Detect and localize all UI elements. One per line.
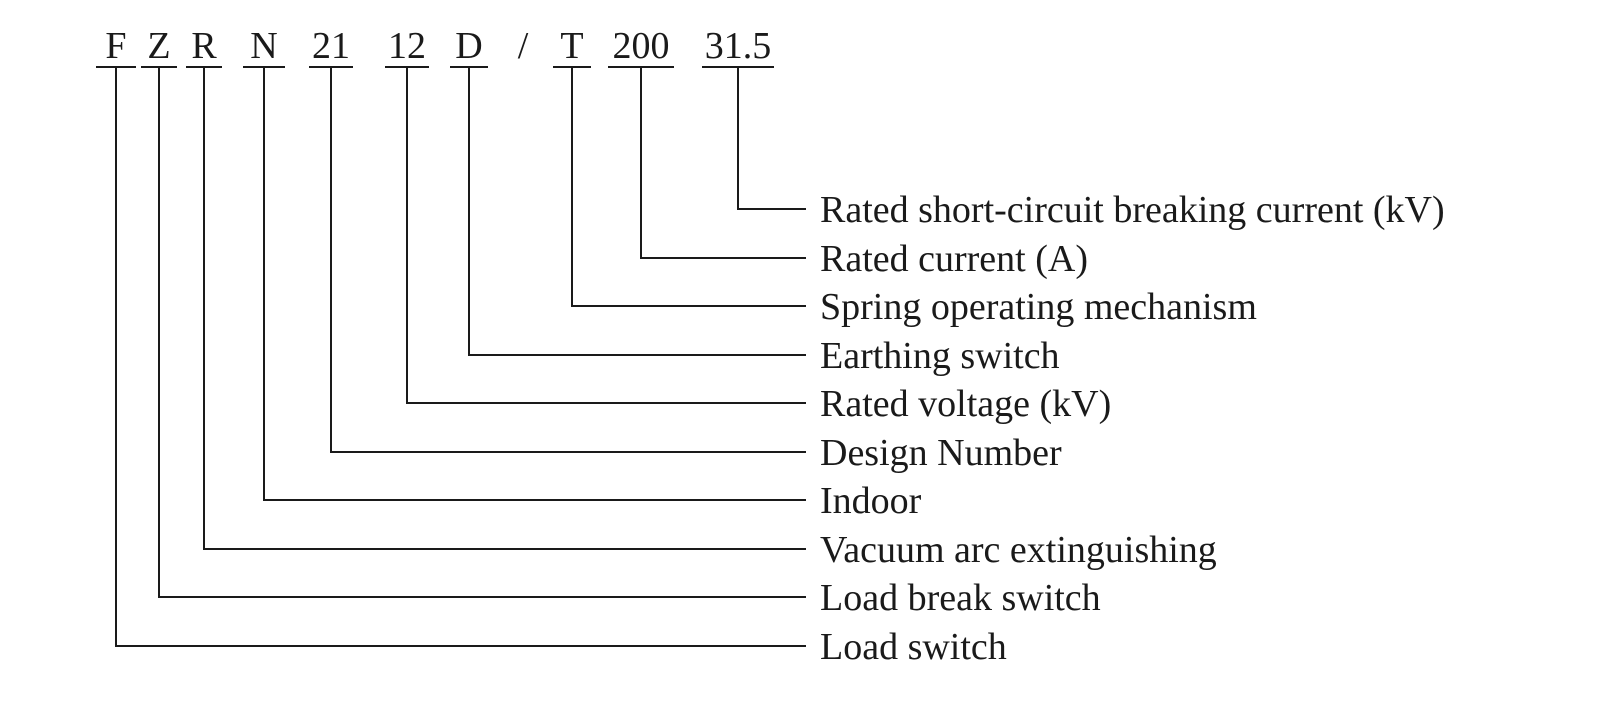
code-label: Indoor bbox=[820, 480, 922, 522]
connector-hline bbox=[159, 596, 806, 598]
connector-hline bbox=[264, 499, 806, 501]
code-segment: R bbox=[186, 27, 222, 68]
connector-hline bbox=[116, 645, 806, 647]
connector-hline bbox=[407, 402, 806, 404]
connector-vline bbox=[263, 68, 265, 501]
connector-vline bbox=[158, 68, 160, 598]
code-segment: D bbox=[450, 27, 488, 68]
code-segment: T bbox=[553, 27, 591, 68]
code-separator-slash: / bbox=[517, 25, 529, 67]
code-label: Spring operating mechanism bbox=[820, 286, 1257, 328]
code-segment: N bbox=[243, 27, 285, 68]
code-segment: F bbox=[96, 27, 136, 68]
code-label: Rated voltage (kV) bbox=[820, 383, 1112, 425]
connector-hline bbox=[331, 451, 806, 453]
code-label: Design Number bbox=[820, 432, 1062, 474]
connector-vline bbox=[571, 68, 573, 307]
code-label: Vacuum arc extinguishing bbox=[820, 529, 1217, 571]
code-label: Earthing switch bbox=[820, 335, 1060, 377]
code-segment: 21 bbox=[309, 27, 353, 68]
connector-hline bbox=[572, 305, 806, 307]
code-label: Load break switch bbox=[820, 577, 1101, 619]
connector-vline bbox=[640, 68, 642, 259]
connector-hline bbox=[641, 257, 806, 259]
connector-vline bbox=[406, 68, 408, 404]
connector-vline bbox=[468, 68, 470, 356]
code-label: Rated short-circuit breaking current (kV… bbox=[820, 189, 1445, 231]
connector-vline bbox=[737, 68, 739, 210]
connector-hline bbox=[204, 548, 806, 550]
code-segment: 12 bbox=[385, 27, 429, 68]
code-segment: 200 bbox=[608, 27, 674, 68]
connector-vline bbox=[330, 68, 332, 453]
code-segment: Z bbox=[141, 27, 177, 68]
connector-vline bbox=[203, 68, 205, 550]
connector-hline bbox=[469, 354, 806, 356]
connector-vline bbox=[115, 68, 117, 647]
code-segment: 31.5 bbox=[702, 27, 774, 68]
code-label: Rated current (A) bbox=[820, 238, 1088, 280]
code-label: Load switch bbox=[820, 626, 1007, 668]
connector-hline bbox=[738, 208, 806, 210]
